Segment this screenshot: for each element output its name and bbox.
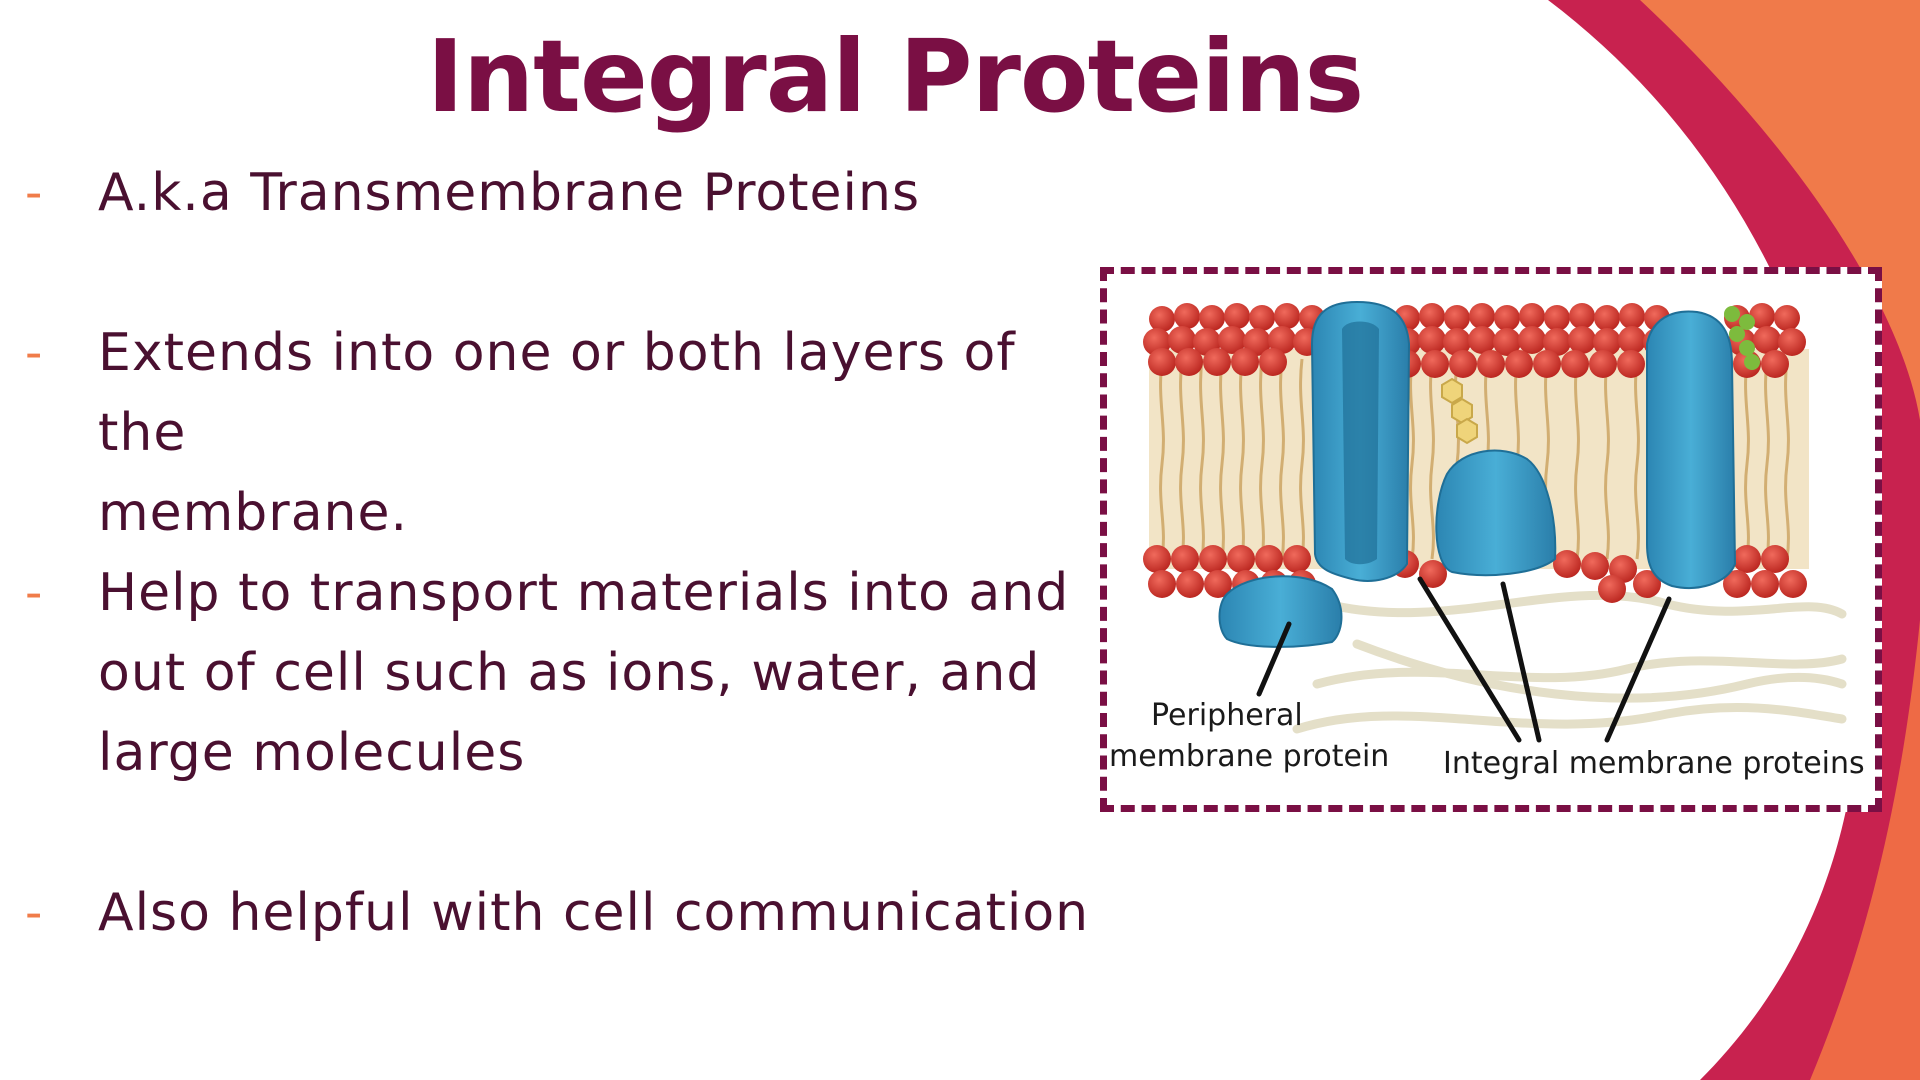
bullet-line: Also helpful with cell communication (98, 883, 1090, 943)
integral-label: Integral membrane proteins (1443, 746, 1865, 781)
membrane-diagram: Peripheral membrane protein Integral mem… (1100, 267, 1882, 812)
label-pointers (1256, 576, 1672, 743)
slide-title: Integral Proteins (426, 18, 1364, 135)
integral-protein-partial (1435, 449, 1557, 577)
bullet-line: membrane. (98, 483, 409, 543)
peripheral-protein (1218, 575, 1343, 648)
membrane-illustration (1143, 300, 1847, 743)
bullet-line: Help to transport materials into and (98, 563, 1070, 623)
peripheral-label-line1: Peripheral (1151, 698, 1303, 733)
bullet-line: large molecules (98, 723, 526, 783)
bullet-text: Extends into one or both layers of the m… (98, 313, 1098, 553)
glycolipid-chain (1724, 306, 1760, 370)
bullet-line: out of cell such as ions, water, and (98, 643, 1041, 703)
bullet-dash: - (25, 165, 43, 221)
peripheral-label-line2: membrane protein (1109, 739, 1390, 774)
bullet-line: Extends into one or both layers of the (98, 323, 1016, 463)
bullet-text: Help to transport materials into and out… (98, 553, 1098, 793)
bg-orange-lower (1810, 620, 1920, 1080)
bullet-line: A.k.a Transmembrane Proteins (98, 163, 921, 223)
bullet-dash: - (25, 885, 43, 941)
bullet-text: Also helpful with cell communication (98, 873, 1098, 953)
integral-protein-spanning (1646, 310, 1737, 589)
bullet-text: A.k.a Transmembrane Proteins (98, 153, 1098, 233)
cytoskeleton-filaments (1292, 590, 1847, 734)
cholesterol-molecule (1441, 377, 1478, 445)
bullet-dash: - (25, 325, 43, 381)
bg-orange-curve (1640, 0, 1920, 420)
bullet-list: - A.k.a Transmembrane Proteins - Extends… (25, 153, 1098, 953)
lipid-tails (1159, 358, 1790, 560)
bullet-dash: - (25, 565, 43, 621)
lipid-heads-upper (1143, 303, 1806, 378)
